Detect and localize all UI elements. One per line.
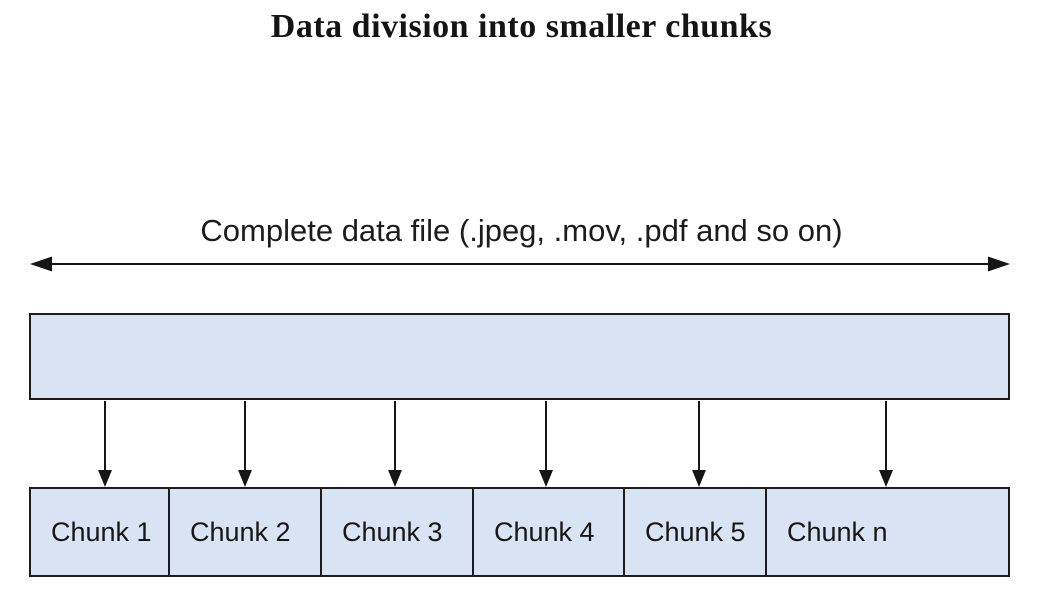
chunk-box-2: Chunk 2 — [168, 487, 322, 577]
chunk-label: Chunk 3 — [342, 516, 443, 547]
down-arrow-2 — [238, 401, 252, 487]
chunk-box-n: Chunk n — [765, 487, 1010, 577]
complete-file-box — [29, 313, 1010, 400]
chunk-label: Chunk n — [787, 516, 888, 547]
chunk-box-1: Chunk 1 — [29, 487, 170, 577]
chunk-row: Chunk 1 Chunk 2 Chunk 3 Chunk 4 Chunk 5 … — [0, 487, 1043, 577]
complete-file-label: Complete data file (.jpeg, .mov, .pdf an… — [200, 213, 843, 248]
chunk-label: Chunk 1 — [51, 516, 152, 547]
diagram-title: Data division into smaller chunks — [270, 8, 773, 45]
chunk-box-4: Chunk 4 — [472, 487, 625, 577]
chunk-label: Chunk 2 — [190, 516, 291, 547]
down-arrow-5 — [692, 401, 706, 487]
double-arrow — [30, 256, 1010, 272]
chunk-label: Chunk 4 — [494, 516, 595, 547]
down-arrow-1 — [98, 401, 112, 487]
chunk-box-3: Chunk 3 — [320, 487, 474, 577]
down-arrow-3 — [388, 401, 402, 487]
chunk-label: Chunk 5 — [645, 516, 746, 547]
chunk-box-5: Chunk 5 — [623, 487, 767, 577]
down-arrow-6 — [879, 401, 893, 487]
down-arrow-4 — [539, 401, 553, 487]
